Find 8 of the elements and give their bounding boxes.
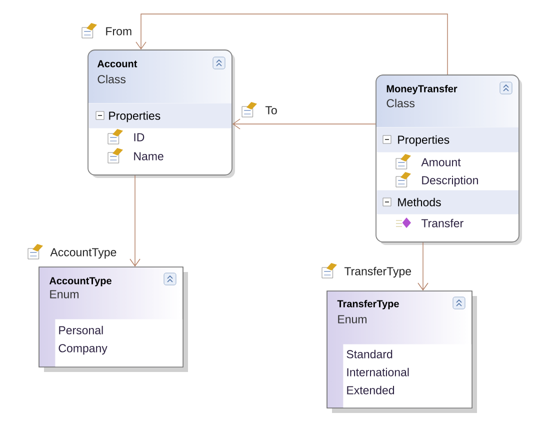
edge-label: AccountType bbox=[50, 248, 116, 259]
edge-label: From bbox=[106, 27, 132, 36]
edge-label: To bbox=[265, 106, 277, 114]
edge-label: TransferType bbox=[344, 266, 411, 278]
association-arrow bbox=[232, 118, 376, 130]
association-arrow bbox=[418, 242, 428, 291]
association-arrow bbox=[130, 175, 140, 267]
association-arrow bbox=[136, 14, 448, 75]
